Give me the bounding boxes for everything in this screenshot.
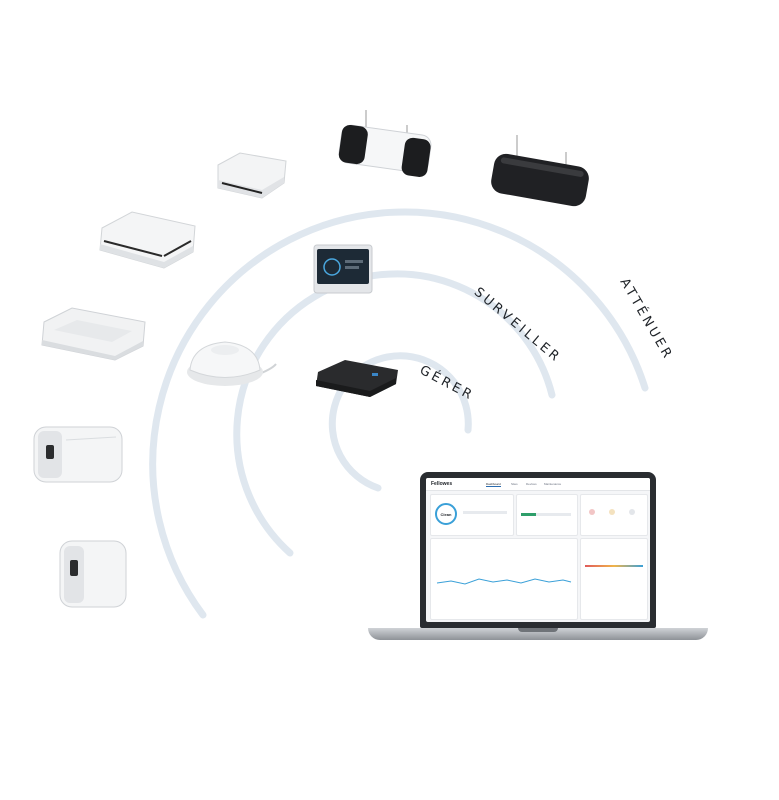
alert-dot-1 xyxy=(589,509,595,515)
ceiling-purifier-small-icon xyxy=(217,152,287,199)
floor-purifier-large-icon xyxy=(33,426,123,483)
laptop-lid: Fellowes Dashboard Sites Devices Mainten… xyxy=(420,472,656,628)
arc-outer xyxy=(149,208,649,619)
trend-card xyxy=(430,538,578,620)
air-quality-sensor-icon xyxy=(187,341,277,386)
alert-dot-2 xyxy=(609,509,615,515)
control-display-icon xyxy=(313,244,373,294)
tab-devices[interactable]: Devices xyxy=(526,482,537,486)
air-quality-card xyxy=(516,494,578,536)
ceiling-panel-icon xyxy=(41,307,146,361)
dashboard-logo: Fellowes xyxy=(431,481,453,487)
trend-line xyxy=(436,578,572,585)
alerts-card xyxy=(580,494,648,536)
metric-bar xyxy=(463,511,507,514)
wall-purifier-black-icon xyxy=(491,135,589,207)
tab-sites[interactable]: Sites xyxy=(511,482,518,486)
status-ring: Clean xyxy=(435,503,457,525)
wall-purifier-white-icon xyxy=(338,110,432,178)
devices-bar xyxy=(585,565,643,567)
laptop: Fellowes Dashboard Sites Devices Mainten… xyxy=(368,472,708,644)
laptop-notch xyxy=(518,628,558,632)
status-text: Clean xyxy=(440,512,452,517)
gateway-hub-icon xyxy=(316,360,398,397)
air-quality-bar xyxy=(521,513,571,516)
floor-purifier-small-icon xyxy=(59,540,127,608)
tab-maintenance[interactable]: Maintenance xyxy=(544,482,562,486)
arc-middle xyxy=(233,270,556,557)
devices-card xyxy=(580,538,648,620)
laptop-base xyxy=(368,628,708,640)
dashboard-topbar: Fellowes Dashboard Sites Devices Mainten… xyxy=(426,478,650,491)
status-card: Clean xyxy=(430,494,514,536)
tab-dashboard[interactable]: Dashboard xyxy=(486,482,501,487)
ceiling-cassette-large-icon xyxy=(99,211,196,269)
alert-dot-3 xyxy=(629,509,635,515)
dashboard-screen: Fellowes Dashboard Sites Devices Mainten… xyxy=(426,478,650,622)
